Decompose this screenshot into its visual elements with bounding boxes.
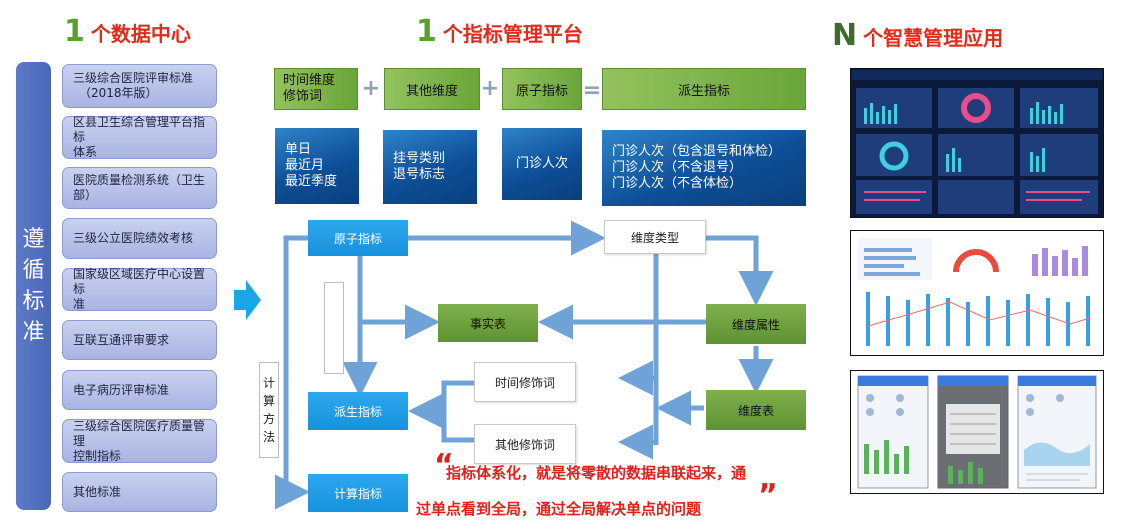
standard-line: 三级公立医院绩效考核	[73, 231, 194, 245]
time-dimension-box: 时间维度修饰词	[274, 68, 358, 110]
flow-dimension-type[interactable]: 维度类型	[604, 220, 706, 254]
derived-indicator-box: 派生指标	[602, 68, 806, 110]
heading-number: N	[832, 18, 858, 53]
heading-text: 个智慧管理应用	[863, 26, 1004, 50]
quote-line-1: 指标体系化，就是将零散的数据串联起来，通	[446, 464, 747, 482]
flow-fact-table[interactable]: 事实表	[438, 304, 538, 342]
vertical-char: 遵	[22, 227, 45, 252]
example-line: 单日	[285, 142, 312, 157]
vertical-char: 标	[22, 289, 45, 314]
flow-dimension-table[interactable]: 维度表	[706, 390, 806, 430]
standard-line: 医院质量检测系统（卫生部）	[73, 173, 206, 202]
dark-dashboard-thumbnail[interactable]	[850, 68, 1104, 218]
box-line: 时间维度	[283, 73, 336, 88]
atomic-example-box: 门诊人次	[502, 128, 582, 200]
standard-item[interactable]: 互联互通评审要求	[62, 320, 217, 360]
calc-char: 算方	[262, 394, 275, 426]
equals-icon: =	[582, 77, 602, 103]
vertical-char: 准	[22, 320, 45, 345]
example-line: 挂号类别	[393, 151, 446, 166]
example-line: 最近月	[285, 158, 325, 173]
standard-line: （2018年版）	[79, 86, 158, 100]
standard-item[interactable]: 电子病历评审标准	[62, 370, 217, 410]
heading-smart-apps: N 个智慧管理应用	[832, 18, 1003, 53]
flow-dimension-attribute[interactable]: 维度属性	[706, 304, 806, 344]
flow-derived-indicator[interactable]: 派生指标	[308, 392, 408, 430]
standard-line: 电子病历评审标准	[73, 382, 170, 397]
example-line: 退号标志	[393, 167, 446, 182]
example-line: 门诊人次	[515, 156, 568, 171]
example-line: 门诊人次（不含退号）	[612, 160, 743, 175]
flow-other-modifier[interactable]: 其他修饰词	[474, 424, 576, 464]
standard-item[interactable]: 医院质量检测系统（卫生部）	[62, 167, 217, 209]
box-line: 修饰词	[283, 89, 323, 104]
flow-calc-indicator[interactable]: 计算指标	[308, 474, 408, 512]
mobile-apps-thumbnail[interactable]	[850, 370, 1104, 494]
standard-line: 准	[73, 297, 86, 311]
placeholder-box	[324, 282, 344, 374]
calc-char: 法	[262, 430, 275, 444]
derived-examples-box: 门诊人次（包含退号和体检） 门诊人次（不含退号） 门诊人次（不含体检）	[602, 130, 806, 206]
standard-item[interactable]: 三级公立医院绩效考核	[62, 218, 217, 259]
standard-item[interactable]: 国家级区域医疗中心设置标准	[62, 267, 217, 311]
heading-data-center: 1 个数据中心	[64, 14, 191, 49]
right-arrow-icon	[234, 280, 261, 320]
standard-item[interactable]: 三级综合医院评审标准（2018年版）	[62, 64, 217, 108]
heading-text: 个数据中心	[90, 22, 191, 46]
heading-number: 1	[64, 14, 85, 49]
close-quote-mark: ”	[758, 478, 778, 513]
atomic-indicator-box: 原子指标	[502, 68, 582, 110]
standard-line: 体系	[73, 145, 98, 159]
standard-line: 区县卫生综合管理平台指标	[73, 115, 206, 144]
standard-line: 三级综合医院医疗质量管理	[73, 418, 206, 448]
follow-standards-bar: 遵 循 标 准	[16, 62, 51, 510]
time-examples-box: 单日 最近月 最近季度	[275, 128, 359, 204]
calc-method-box: 计 算方 法	[259, 362, 279, 458]
standard-item[interactable]: 其他标准	[62, 472, 217, 512]
standard-line: 互联互通评审要求	[73, 332, 170, 347]
flow-time-modifier[interactable]: 时间修饰词	[474, 362, 576, 402]
heading-text: 个指标管理平台	[442, 22, 583, 46]
flow-atomic-indicator[interactable]: 原子指标	[308, 220, 408, 256]
standard-item[interactable]: 区县卫生综合管理平台指标体系	[62, 115, 217, 159]
plus-icon: +	[480, 75, 500, 101]
example-line: 最近季度	[285, 174, 338, 189]
standard-line: 三级综合医院评审标准	[73, 71, 194, 85]
standard-item[interactable]: 三级综合医院医疗质量管理控制指标	[62, 419, 217, 463]
heading-indicator-platform: 1 个指标管理平台	[416, 14, 583, 49]
light-dashboard-thumbnail[interactable]	[850, 230, 1104, 356]
calc-char: 计	[262, 376, 275, 390]
example-line: 门诊人次（不含体检）	[612, 176, 743, 191]
heading-number: 1	[416, 14, 437, 49]
standard-line: 国家级区域医疗中心设置标	[73, 267, 206, 296]
standard-line: 控制指标	[73, 448, 122, 463]
other-examples-box: 挂号类别 退号标志	[383, 130, 477, 204]
plus-icon: +	[361, 75, 381, 101]
example-line: 门诊人次（包含退号和体检）	[612, 144, 782, 159]
other-dimension-box: 其他维度	[384, 68, 480, 110]
quote-line-2: 过单点看到全局，通过全局解决单点的问题	[416, 500, 702, 518]
vertical-char: 循	[22, 258, 45, 283]
standard-line: 其他标准	[73, 484, 122, 499]
open-quote-mark: “	[434, 448, 454, 483]
